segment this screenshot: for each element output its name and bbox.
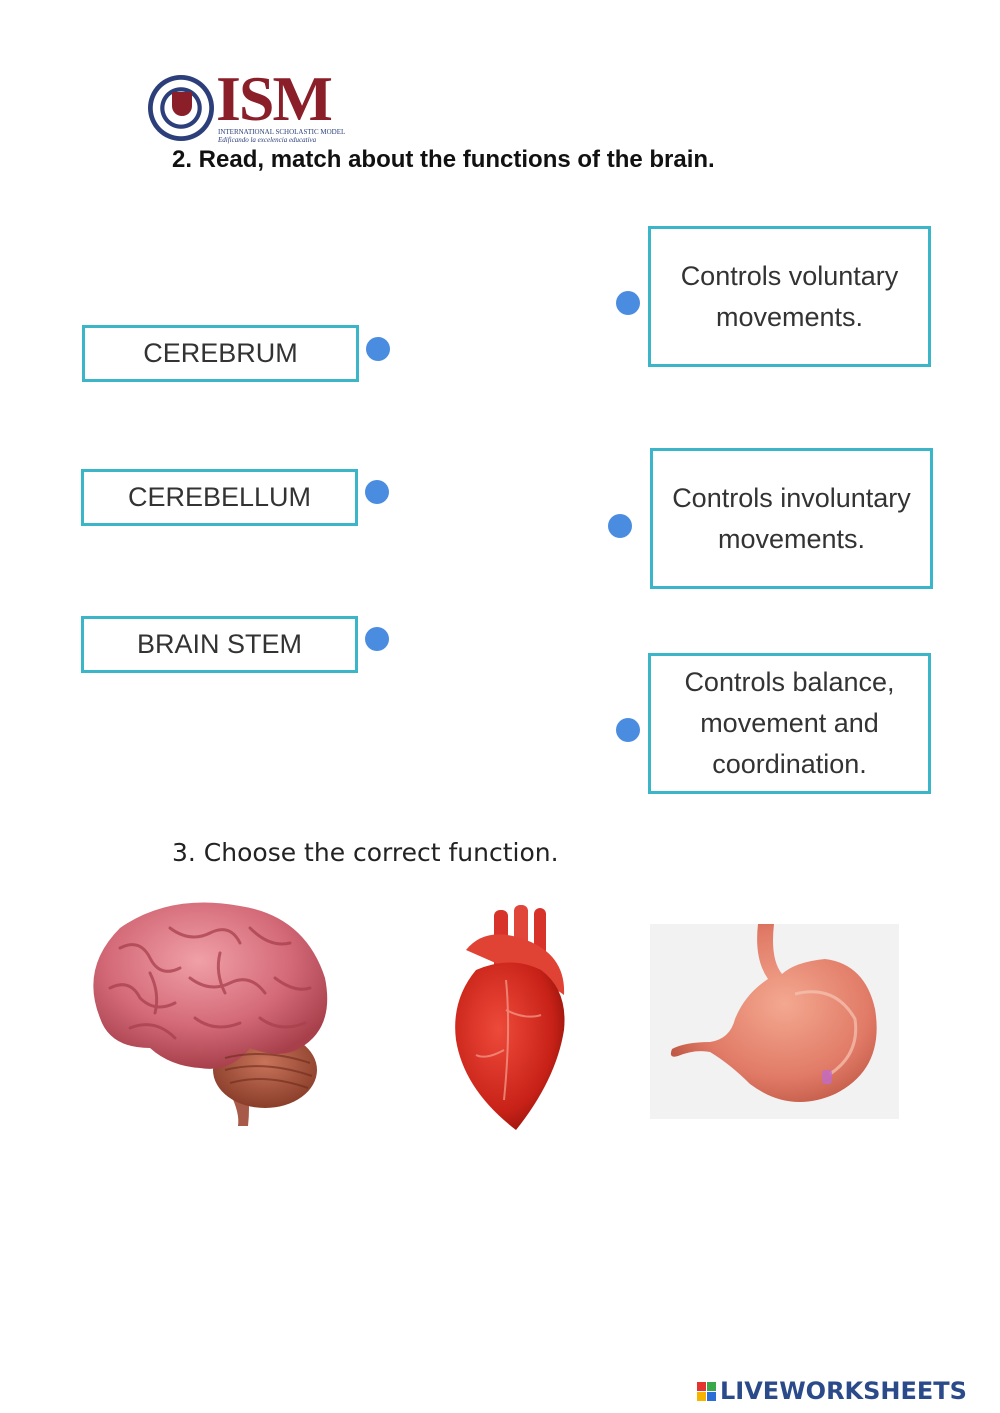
definition-voluntary: Controls voluntary movements. [648,226,931,367]
term-cerebellum: CEREBELLUM [81,469,358,526]
match-dot-brain-stem[interactable] [365,627,389,651]
liveworksheets-logo-icon [697,1381,716,1401]
liveworksheets-wordmark: LIVEWORKSHEETS [720,1377,967,1405]
logo-wordmark: ISM [216,63,333,134]
question-2-title: 2. Read, match about the functions of th… [172,146,715,173]
match-dot-involuntary[interactable] [608,514,632,538]
ism-logo: ISM INTERNATIONAL SCHOLASTIC MODEL Edifi… [148,64,345,145]
definition-balance: Controls balance, movement and coordinat… [648,653,931,794]
term-brain-stem: BRAIN STEM [81,616,358,673]
stomach-image[interactable] [650,924,899,1119]
liveworksheets-brand: LIVEWORKSHEETS [697,1377,967,1405]
heart-image[interactable] [446,900,576,1135]
logo-subtitle: INTERNATIONAL SCHOLASTIC MODEL [218,128,346,136]
match-dot-cerebellum[interactable] [365,480,389,504]
logo-tagline: Edificando la excelencia educativa [218,136,317,144]
match-dot-cerebrum[interactable] [366,337,390,361]
match-dot-voluntary[interactable] [616,291,640,315]
definition-involuntary: Controls involuntary movements. [650,448,933,589]
match-dot-balance[interactable] [616,718,640,742]
question-3-title: 3. Choose the correct function. [172,838,559,867]
term-cerebrum: CEREBRUM [82,325,359,382]
brain-image[interactable] [80,898,335,1130]
shield-icon [172,92,192,116]
